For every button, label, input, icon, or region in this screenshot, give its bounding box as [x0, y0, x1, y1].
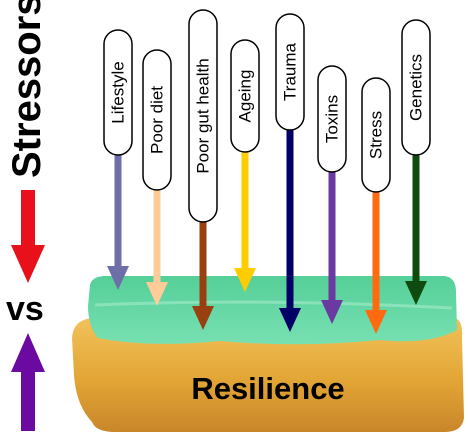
stressor-label: Ageing — [236, 70, 255, 123]
stressors-heading: Stressors — [5, 0, 49, 178]
stressor-arrow-head — [279, 308, 301, 332]
stressor-pill — [142, 49, 172, 191]
stressor-arrow-head — [146, 282, 168, 306]
stressor-arrow-head — [192, 306, 214, 330]
stressor-arrow-head — [365, 310, 387, 334]
base-label: Resilience — [191, 371, 344, 406]
stressor-list: Lifestyle Poor diet Poor gut health Ageing T… — [103, 9, 431, 334]
stressor-pill — [188, 9, 218, 223]
stressor-ageing: Ageing — [230, 39, 260, 292]
base-body — [72, 318, 464, 432]
stressor-pill — [317, 65, 347, 173]
stressor-label: Lifestyle — [109, 61, 128, 123]
base-seam — [94, 300, 453, 310]
stressor-arrow-shaft — [199, 222, 207, 308]
vs-label: vs — [6, 290, 44, 328]
stressor-poor-diet: Poor diet — [142, 49, 172, 306]
stressor-arrow-shaft — [286, 130, 294, 310]
stressor-pill — [401, 19, 431, 156]
stressor-pill — [361, 77, 391, 193]
base-top — [88, 276, 457, 345]
up-arrow — [11, 333, 45, 431]
down-arrow — [11, 190, 45, 283]
stressor-stress: Stress — [361, 77, 391, 334]
stressor-pill — [230, 39, 260, 153]
stressor-poor-gut-health: Poor gut health — [188, 9, 218, 330]
stressor-label: Poor diet — [148, 86, 167, 154]
stressor-arrow-head — [234, 268, 256, 292]
stressor-arrow-shaft — [241, 152, 249, 270]
stressor-arrow-head — [107, 266, 129, 290]
stressor-arrow-shaft — [153, 190, 161, 284]
stressor-toxins: Toxins — [317, 65, 347, 324]
stressor-pill — [275, 13, 305, 131]
stressor-label: Stress — [367, 111, 386, 159]
stressor-label: Genetics — [407, 54, 426, 121]
stressor-label: Poor gut health — [194, 58, 213, 173]
stressor-arrow-shaft — [412, 155, 420, 283]
resilience-base: Resilience — [72, 276, 464, 432]
stressor-trauma: Trauma — [275, 13, 305, 332]
stressor-lifestyle: Lifestyle — [103, 29, 133, 290]
stressor-label: Trauma — [281, 42, 300, 100]
stressor-arrow-head — [405, 281, 427, 305]
stressor-arrow-head — [321, 300, 343, 324]
stressor-label: Toxins — [323, 95, 342, 143]
stressor-arrow-shaft — [328, 172, 336, 302]
stressor-arrow-shaft — [114, 155, 122, 268]
side-panel: Stressors vs — [5, 0, 49, 431]
stressor-pill — [103, 29, 133, 156]
stressor-genetics: Genetics — [401, 19, 431, 305]
stressor-arrow-shaft — [372, 192, 380, 312]
